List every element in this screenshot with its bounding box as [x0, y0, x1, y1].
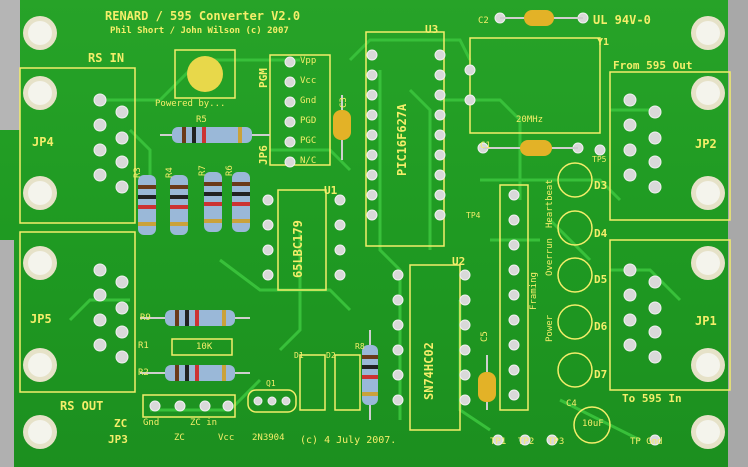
- label-q1: Q1: [266, 379, 276, 388]
- left-clip-bottom: [0, 240, 14, 467]
- right-clip: [728, 0, 748, 467]
- u1-part: 65LBC179: [291, 220, 305, 278]
- label-r7: R7: [198, 165, 208, 176]
- label-u2: U2: [452, 255, 466, 268]
- label-zc-left: ZC: [114, 417, 128, 430]
- led-outlines: [557, 162, 611, 444]
- label-jp3: JP3: [108, 433, 128, 446]
- label-rs-in: RS IN: [88, 51, 125, 65]
- label-c5: C5: [480, 331, 490, 342]
- label-d3: D3: [594, 179, 608, 192]
- c4-value: 10uF: [582, 419, 604, 429]
- label-u3: U3: [425, 23, 439, 36]
- mounting-holes: [23, 16, 725, 449]
- label-tp1: TP1: [490, 437, 507, 447]
- led-label-framing: Framing: [529, 272, 539, 310]
- label-zc: ZC: [174, 433, 185, 443]
- label-jp4: JP4: [32, 135, 54, 149]
- board-title: RENARD / 595 Converter V2.0: [105, 9, 301, 23]
- label-r4: R4: [165, 167, 175, 178]
- logo-box: [174, 49, 236, 99]
- pgm-pin-2: Vcc: [300, 76, 317, 86]
- label-rs-out: RS OUT: [60, 399, 104, 413]
- led-label-overrun: Overrun: [545, 238, 555, 276]
- label-d2: D2: [326, 351, 336, 360]
- connector-outlines: [19, 31, 731, 431]
- r1-value: 10K: [196, 342, 213, 352]
- label-jp5: JP5: [30, 312, 52, 326]
- pgm-pin-4: PGD: [300, 116, 317, 126]
- logo-mark: [187, 56, 223, 92]
- label-y1: Y1: [597, 37, 610, 48]
- label-xtal: 20MHz: [516, 115, 544, 125]
- ul-rating: UL 94V-0: [593, 13, 651, 27]
- label-pgm: PGM: [257, 68, 270, 88]
- label-r9: R9: [140, 313, 151, 323]
- label-jp6: JP6: [257, 145, 270, 165]
- pads: [93, 12, 662, 446]
- label-to-595: To 595 In: [622, 392, 682, 405]
- label-r5: R5: [196, 115, 207, 125]
- label-d5: D5: [594, 273, 608, 286]
- label-c2: C2: [478, 16, 489, 26]
- label-d6: D6: [594, 320, 608, 333]
- label-c4: C4: [566, 399, 577, 409]
- label-gnd: Gnd: [143, 418, 160, 428]
- label-from-595: From 595 Out: [613, 59, 693, 72]
- u3-part: PIC16F627A: [395, 103, 409, 176]
- label-tp3: TP3: [548, 437, 565, 447]
- resistors: [138, 127, 378, 420]
- label-tp2: TP2: [518, 437, 535, 447]
- label-c3: C3: [339, 97, 349, 108]
- label-tp-gnd: TP Gnd: [630, 437, 663, 447]
- pgm-pin-1: Vpp: [300, 56, 317, 66]
- pgm-pin-3: Gnd: [300, 96, 317, 106]
- label-jp1: JP1: [695, 314, 717, 328]
- label-tp5: TP5: [592, 155, 607, 164]
- led-label-power: Power: [545, 314, 555, 342]
- logo-caption: Powered by...: [155, 99, 226, 109]
- board-authors: Phil Short / John Wilson (c) 2007: [110, 26, 289, 36]
- u2-part: SN74HC02: [422, 342, 436, 400]
- pgm-pin-5: PGC: [300, 136, 317, 146]
- label-vcc: Vcc: [218, 433, 235, 443]
- board-date: (c) 4 July 2007.: [300, 435, 397, 446]
- label-r8: R8: [355, 342, 365, 351]
- label-u1: U1: [324, 184, 338, 197]
- label-r3: R3: [133, 167, 143, 178]
- pgm-pin-6: N/C: [300, 156, 317, 166]
- label-d4: D4: [594, 227, 608, 240]
- led-label-heartbeat: Heartbeat: [545, 179, 555, 228]
- label-tp4: TP4: [466, 211, 481, 220]
- left-clip-top: [0, 0, 20, 130]
- label-r1: R1: [138, 341, 149, 351]
- capacitors: [333, 10, 583, 410]
- q1-part: 2N3904: [252, 433, 285, 443]
- label-zc-in: ZC in: [190, 418, 218, 428]
- label-r6: R6: [225, 165, 235, 176]
- label-d7: D7: [594, 368, 608, 381]
- label-c1: C1: [480, 141, 491, 151]
- label-jp2: JP2: [695, 137, 717, 151]
- label-d1: D1: [294, 351, 304, 360]
- label-r2: R2: [138, 368, 149, 378]
